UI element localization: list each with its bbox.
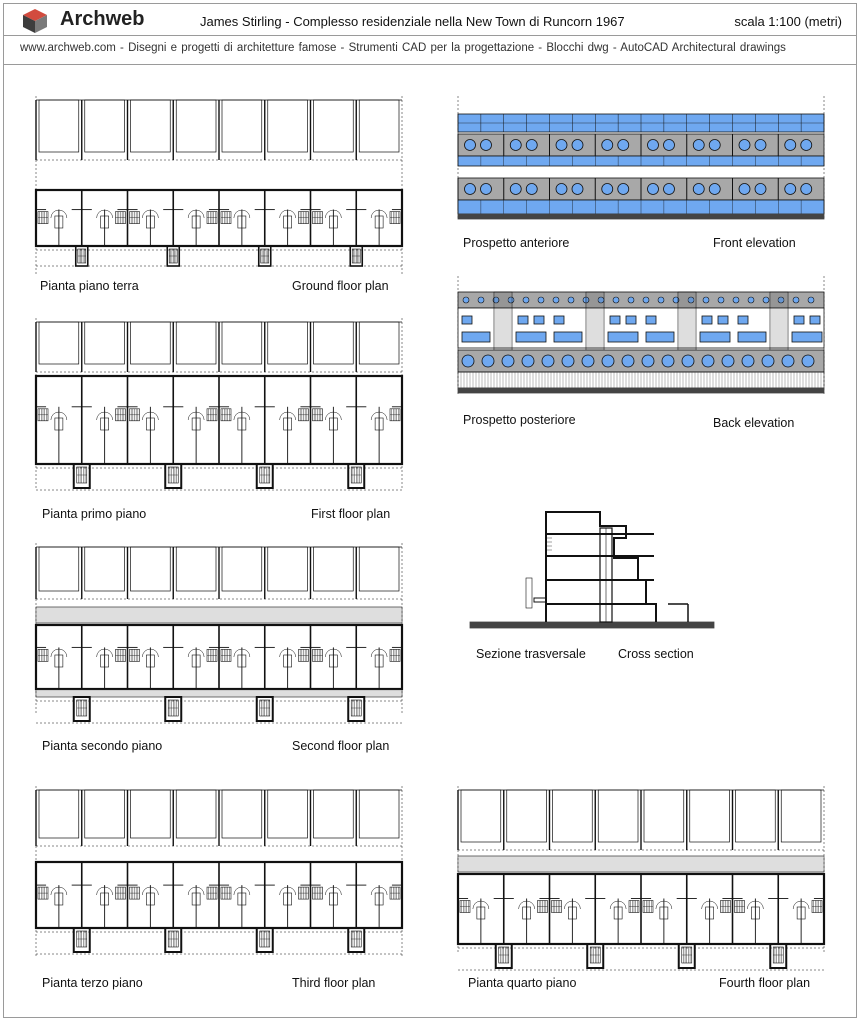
second-floor-label-en: Second floor plan: [292, 739, 390, 753]
ground-floor-plan-drawing: [34, 96, 404, 274]
third-floor-label-it: Pianta terzo piano: [42, 976, 143, 990]
scale-label: scala 1:100 (metri): [734, 14, 842, 29]
second-floor-label-it: Pianta secondo piano: [42, 739, 163, 753]
third-floor-label-en: Third floor plan: [292, 976, 376, 990]
ground-floor-label-it: Pianta piano terra: [40, 279, 139, 293]
brand-name: Archweb: [60, 8, 145, 30]
front-elevation-label-it: Prospetto anteriore: [463, 236, 570, 250]
first-floor-label-it: Pianta primo piano: [42, 507, 147, 521]
fourth-floor-label-it: Pianta quarto piano: [468, 976, 577, 990]
archweb-logo-icon: [23, 9, 47, 33]
page-title: James Stirling - Complesso residenziale …: [200, 14, 625, 29]
first-floor-plan-drawing: [34, 318, 404, 491]
ground-floor-label-en: Ground floor plan: [292, 279, 389, 293]
back-elevation-label-en: Back elevation: [713, 416, 795, 430]
front-elevation-drawing: [457, 96, 825, 220]
header-divider: [4, 35, 856, 36]
fourth-floor-label-en: Fourth floor plan: [719, 976, 811, 990]
back-elevation-label-it: Prospetto posteriore: [463, 413, 576, 427]
third-floor-plan-drawing: [34, 786, 404, 956]
cross-section-label-it: Sezione trasversale: [476, 647, 586, 661]
second-floor-plan-drawing: [34, 543, 404, 724]
front-elevation-label-en: Front elevation: [713, 236, 796, 250]
header: Archweb James Stirling - Complesso resid…: [4, 4, 856, 36]
subheader-links[interactable]: www.archweb.com - Disegni e progetti di …: [20, 42, 786, 54]
fourth-floor-plan-drawing: [456, 786, 826, 971]
cross-section-label-en: Cross section: [618, 647, 694, 661]
back-elevation-drawing: [457, 276, 825, 394]
first-floor-label-en: First floor plan: [311, 507, 391, 521]
sheet-frame: [3, 3, 857, 1018]
subheader-divider: [4, 64, 856, 65]
cross-section-drawing: [469, 511, 715, 629]
